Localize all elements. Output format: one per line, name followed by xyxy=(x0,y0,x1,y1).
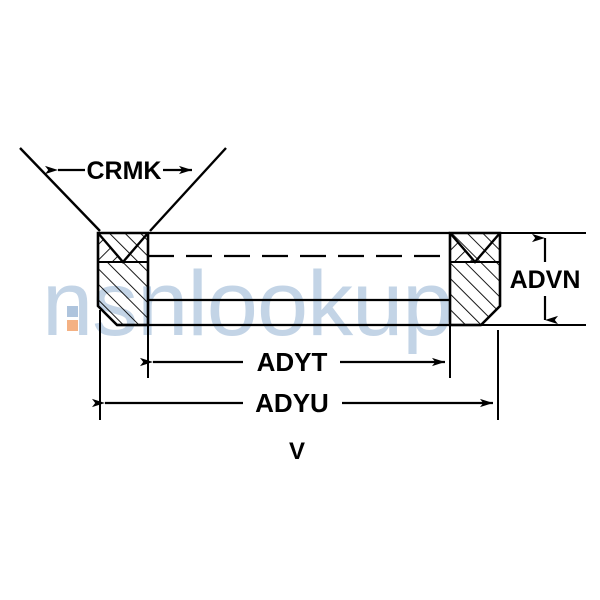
adyt-dimension: ADYT xyxy=(140,304,451,378)
body-lines xyxy=(117,231,481,327)
adyt-label: ADYT xyxy=(257,347,328,377)
crmk-leader-left xyxy=(19,147,101,232)
left-section xyxy=(96,231,150,327)
adyu-label: ADYU xyxy=(255,388,329,418)
advn-label: ADVN xyxy=(510,266,581,294)
right-section xyxy=(448,231,502,327)
crmk-label: CRMK xyxy=(87,157,162,185)
figure-label: V xyxy=(289,438,305,465)
crmk-dimension: CRMK xyxy=(19,147,227,232)
adyu-dimension: ADYU xyxy=(92,310,499,420)
crmk-leader-right xyxy=(149,147,227,232)
advn-dimension: ADVN xyxy=(481,232,586,326)
